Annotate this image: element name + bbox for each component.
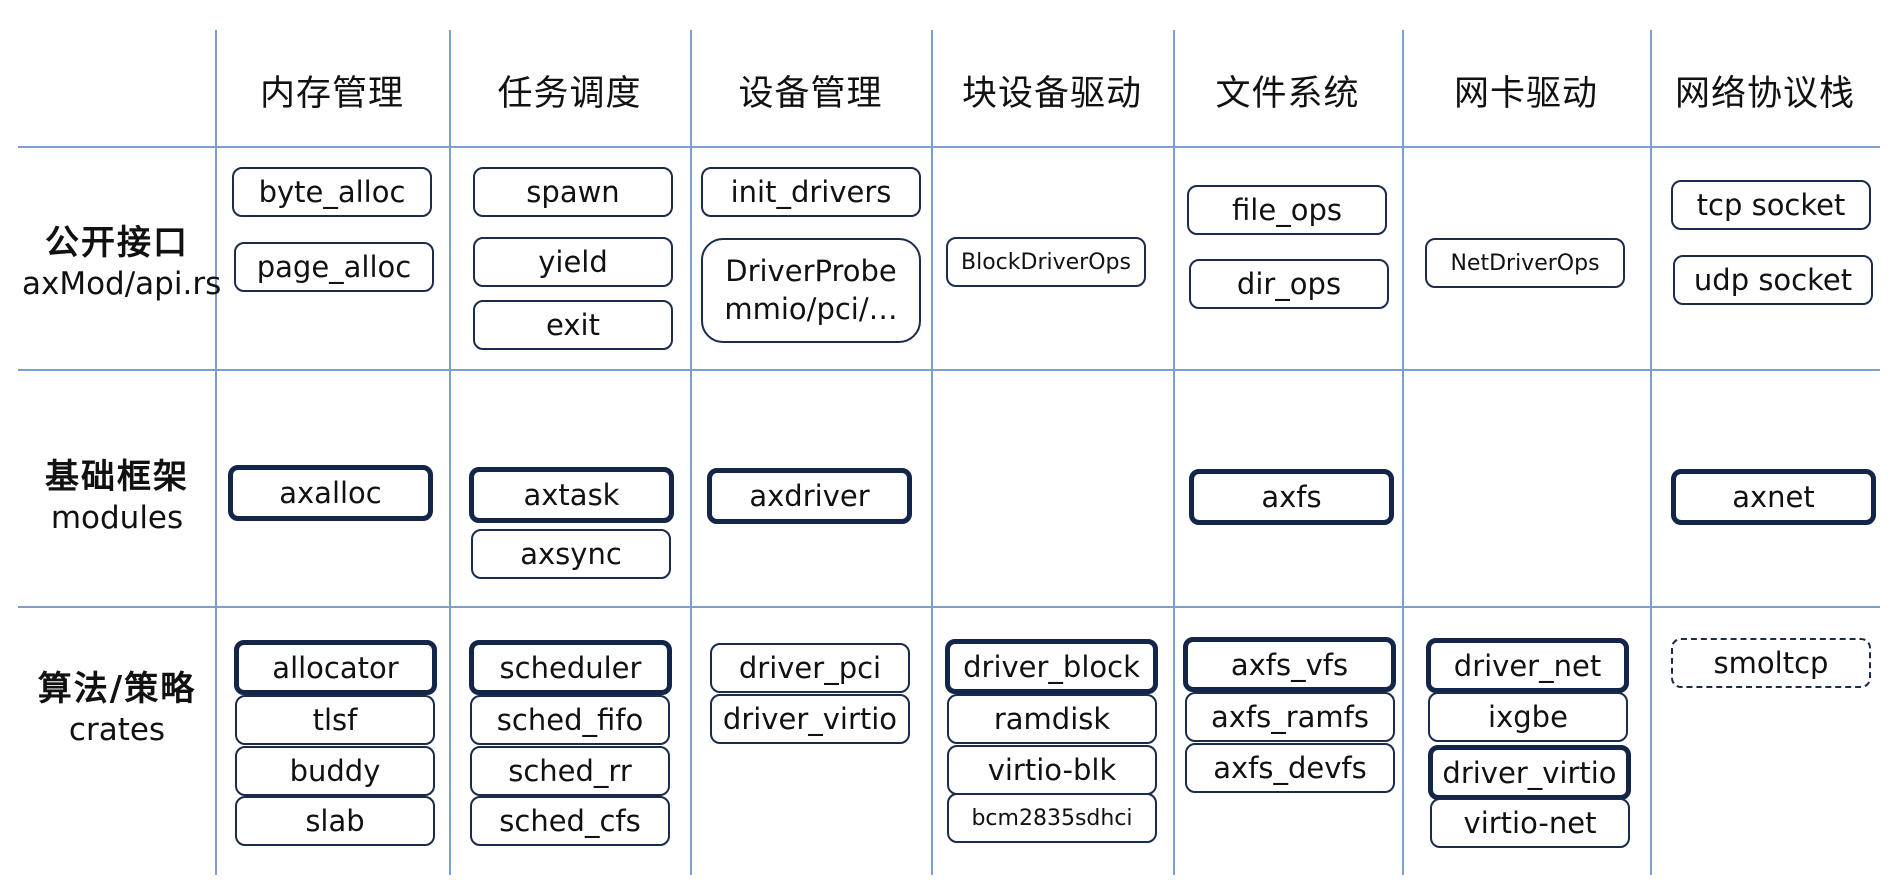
box-byte-alloc: byte_alloc [232,167,432,217]
box-spawn: spawn [473,167,673,217]
box-ixgbe: ixgbe [1428,692,1628,742]
box-axfs: axfs [1189,469,1394,525]
box-axalloc: axalloc [228,465,433,521]
grid-line-col-2 [690,30,692,875]
box-driver-probe-line2: mmio/pci/… [724,291,898,326]
box-driver-probe: DriverProbe mmio/pci/… [701,238,921,343]
row-header-crates-en: crates [68,711,166,748]
box-driver-virtio-device: driver_virtio [710,694,910,744]
column-header-device: 设备管理 [738,73,883,114]
box-driver-probe-line1: DriverProbe [725,253,897,288]
box-sched-fifo: sched_fifo [470,695,670,745]
box-sched-cfs: sched_cfs [470,796,670,846]
box-axfs-vfs: axfs_vfs [1183,637,1396,692]
grid-line-col-4 [1173,30,1175,875]
box-init-drivers: init_drivers [701,167,921,217]
box-driver-block: driver_block [945,639,1158,694]
box-page-alloc: page_alloc [234,242,434,292]
grid-line-row2-bottom [18,606,1880,608]
box-axtask: axtask [469,467,674,523]
grid-line-header-bottom [18,146,1880,148]
box-axdriver: axdriver [707,468,912,524]
column-header-nic-driver: 网卡驱动 [1453,73,1598,114]
column-header-filesystem: 文件系统 [1215,73,1360,114]
box-slab: slab [235,796,435,846]
box-virtio-blk: virtio-blk [947,745,1157,795]
grid-line-col-3 [931,30,933,875]
row-header-modules-en: modules [50,499,184,536]
box-file-ops: file_ops [1187,185,1387,235]
row-header-public-api: 公开接口 axMod/api.rs [22,222,222,303]
box-axnet: axnet [1671,469,1876,525]
grid-line-col-1 [449,30,451,875]
column-header-block-driver: 块设备驱动 [961,73,1142,114]
row-header-crates-zh: 算法/策略 [37,669,197,709]
column-header-task: 任务调度 [497,73,642,114]
grid-line-col-6 [1650,30,1652,875]
box-scheduler: scheduler [469,640,672,695]
box-bcm2835sdhci: bcm2835sdhci [947,793,1157,843]
box-block-driver-ops: BlockDriverOps [946,237,1146,287]
box-driver-virtio-net: driver_virtio [1428,745,1631,800]
box-virtio-net: virtio-net [1430,798,1630,848]
box-udp-socket: udp socket [1673,255,1873,305]
box-sched-rr: sched_rr [470,746,670,796]
box-axfs-ramfs: axfs_ramfs [1185,692,1395,742]
column-header-memory: 内存管理 [259,73,404,114]
row-header-modules-zh: 基础框架 [45,457,189,497]
box-buddy: buddy [235,746,435,796]
box-tcp-socket: tcp socket [1671,180,1871,230]
row-header-public-api-en: axMod/api.rs [22,265,222,302]
column-header-net-stack: 网络协议栈 [1674,73,1855,114]
grid-line-col-5 [1402,30,1404,875]
row-header-modules: 基础框架 modules [22,456,212,537]
box-driver-net: driver_net [1426,638,1629,693]
grid-line-row1-bottom [18,369,1880,371]
box-exit: exit [473,300,673,350]
box-tlsf: tlsf [235,695,435,745]
box-net-driver-ops: NetDriverOps [1425,238,1625,288]
row-header-crates: 算法/策略 crates [22,668,212,749]
box-allocator: allocator [234,640,437,695]
box-driver-pci: driver_pci [710,643,910,693]
box-dir-ops: dir_ops [1189,259,1389,309]
grid-line-col-0 [215,30,217,875]
box-axsync: axsync [471,529,671,579]
box-smoltcp: smoltcp [1671,638,1871,688]
row-header-public-api-zh: 公开接口 [45,223,189,263]
box-yield: yield [473,237,673,287]
box-axfs-devfs: axfs_devfs [1185,743,1395,793]
box-ramdisk: ramdisk [947,694,1157,744]
